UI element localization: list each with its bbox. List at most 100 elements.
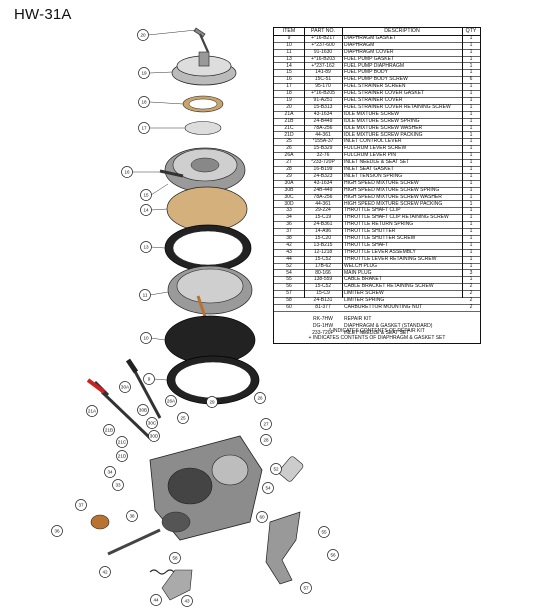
row-description: MAIN PLUG — [344, 269, 372, 276]
row-description: THROTTLE SHAFT — [344, 241, 389, 248]
row-item: 14 — [286, 62, 292, 69]
svg-text:30A: 30A — [121, 385, 130, 390]
callout-21d: 21D — [116, 450, 128, 462]
row-item: 42 — [286, 241, 292, 248]
strainer-screen — [184, 121, 222, 135]
row-part-no: 15C-51 — [314, 76, 332, 83]
svg-text:21B: 21B — [105, 428, 113, 433]
row-qty: 1 — [469, 186, 473, 193]
row-qty: 1 — [469, 248, 473, 255]
row-item: 56 — [286, 283, 292, 290]
row-part-no: 95-170 — [315, 83, 331, 90]
row-item: 13 — [286, 55, 292, 62]
row-qty: 1 — [469, 83, 473, 90]
fuel-strainer-cover-screw — [193, 27, 210, 53]
svg-text:13: 13 — [143, 245, 149, 250]
svg-text:21C: 21C — [118, 440, 127, 445]
row-qty: 1 — [469, 34, 473, 41]
svg-text:20: 20 — [140, 33, 146, 38]
callout-11: 11 — [139, 289, 151, 301]
row-description: IDLE MIXTURE SCREW WASHER — [344, 124, 423, 131]
row-description: FUEL STRAINER SCREEN — [344, 83, 406, 90]
throttle-shaft-part — [107, 528, 161, 556]
callout-14: 14 — [140, 204, 152, 216]
row-part-no: 17B-62 — [314, 262, 332, 269]
row-item: 60 — [286, 304, 292, 310]
row-part-no: 29-224 — [315, 207, 331, 214]
row-qty: 1 — [469, 55, 473, 62]
row-part-no: +*16-B203 — [311, 55, 335, 62]
row-item: 33 — [286, 207, 292, 214]
callout-18: 18 — [138, 96, 150, 108]
callout-52: 52 — [270, 463, 282, 475]
row-qty: 1 — [469, 103, 473, 110]
svg-text:21A: 21A — [88, 409, 97, 414]
svg-text:30B: 30B — [139, 408, 147, 413]
row-qty: 1 — [469, 228, 473, 235]
row-qty: 1 — [469, 235, 473, 241]
row-qty: 1 — [469, 221, 473, 228]
row-qty: 1 — [469, 131, 473, 138]
row-item: 18 — [286, 90, 292, 97]
idle-mixture-screw — [86, 378, 152, 440]
row-qty: 1 — [469, 255, 473, 262]
row-description: FULCRUM LEVER PIN — [344, 152, 396, 159]
callout-54: 54 — [262, 482, 274, 494]
callout-55: 55 — [318, 526, 330, 538]
row-qty: 1 — [469, 262, 473, 269]
svg-text:18: 18 — [141, 100, 147, 105]
row-item: 27 — [286, 159, 292, 166]
row-item: 11 — [286, 48, 292, 55]
row-description: THROTTLE SHUTTER — [344, 228, 396, 235]
row-item: 10 — [286, 41, 292, 48]
row-qty: 1 — [469, 172, 473, 179]
callout-36: 36 — [51, 525, 63, 537]
row-part-no: *155A-37 — [312, 138, 334, 145]
svg-text:57: 57 — [303, 586, 309, 591]
callout-42: 42 — [99, 566, 111, 578]
row-description: THROTTLE SHAFT CLIP RETAINING SCREW — [344, 214, 449, 221]
row-qty: 1 — [469, 124, 473, 131]
svg-text:52: 52 — [273, 467, 279, 472]
row-qty: 2 — [469, 304, 473, 310]
row-description: WELCH PLUG — [344, 262, 378, 269]
header-description: DESCRIPTION — [384, 28, 420, 34]
row-description: HIGH SPEED MIXTURE SCREW WASHER — [344, 193, 442, 200]
welch-plug-part — [278, 456, 304, 482]
callout-20: 20 — [137, 29, 149, 41]
svg-text:58: 58 — [172, 556, 178, 561]
fuel-pump-diaphragm — [166, 186, 248, 232]
row-item: 30B — [284, 186, 294, 193]
row-description: HIGH SPEED MIXTURE SCREW — [344, 179, 419, 186]
row-item: 52 — [286, 262, 292, 269]
svg-text:21D: 21D — [118, 454, 127, 459]
row-item: 20 — [286, 103, 292, 110]
row-part-no: 14-A96 — [314, 228, 332, 235]
row-description: FUEL STRAINER COVER GASKET — [344, 90, 425, 97]
svg-text:15: 15 — [143, 193, 149, 198]
svg-text:14: 14 — [143, 208, 149, 213]
svg-text:29: 29 — [209, 400, 215, 405]
row-part-no: 12-1218 — [313, 248, 333, 255]
table-header: ITEM PART NO. DESCRIPTION QTY — [274, 28, 480, 36]
row-description: INLET TENSION SPRING — [344, 172, 403, 179]
high-speed-mixture-screw — [125, 358, 162, 419]
callout-19: 19 — [138, 67, 150, 79]
callout-30c: 30C — [146, 417, 158, 429]
row-description: INLET SEAT GASKET — [344, 166, 394, 172]
svg-text:36: 36 — [54, 529, 60, 534]
row-item: 19 — [286, 97, 292, 103]
callout-37: 37 — [75, 499, 87, 511]
